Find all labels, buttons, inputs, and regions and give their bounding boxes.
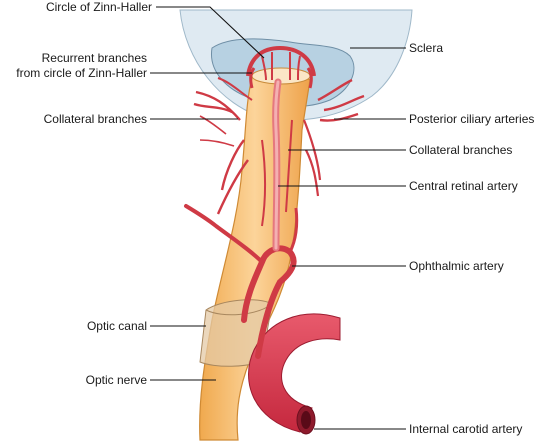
- label-central-retinal: Central retinal artery: [409, 179, 518, 193]
- label-optic-nerve: Optic nerve: [86, 373, 148, 387]
- label-collateral-left: Collateral branches: [44, 112, 147, 126]
- label-internal-carotid: Internal carotid artery: [409, 422, 522, 436]
- ophthalmic-artery: [184, 204, 299, 359]
- labels-left: Circle of Zinn-Haller Recurrent branches…: [16, 0, 152, 387]
- leader-lines: [150, 6, 406, 430]
- posterior-ciliary-arteries: [193, 77, 365, 227]
- label-recurrent-line1: Recurrent branches: [42, 51, 147, 65]
- leader-circle-zinn-haller: [156, 6, 265, 59]
- central-retinal-artery: [272, 78, 282, 252]
- label-circle-zinn-haller: Circle of Zinn-Haller: [46, 0, 152, 14]
- internal-carotid-artery: [248, 313, 341, 435]
- label-recurrent-line2: from circle of Zinn-Haller: [16, 66, 147, 80]
- label-ophthalmic: Ophthalmic artery: [409, 259, 504, 273]
- label-collateral-right: Collateral branches: [409, 143, 512, 157]
- label-posterior-ciliary: Posterior ciliary arteries: [409, 112, 534, 126]
- circle-of-zinn-haller: [246, 45, 316, 89]
- label-sclera: Sclera: [409, 41, 443, 55]
- label-optic-canal: Optic canal: [87, 319, 147, 333]
- labels-right: Sclera Posterior ciliary arteries Collat…: [409, 41, 534, 436]
